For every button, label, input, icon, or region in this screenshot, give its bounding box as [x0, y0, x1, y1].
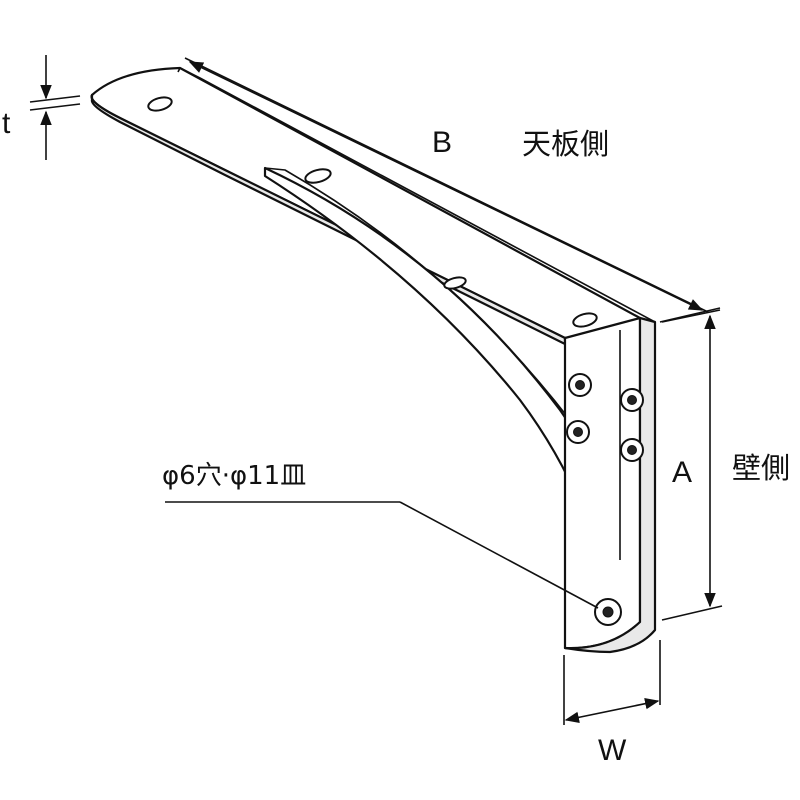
- dimension-a: A 壁側: [661, 309, 790, 621]
- dimension-w: W: [563, 640, 661, 767]
- hole-callout: φ6穴·φ11皿: [162, 461, 599, 609]
- dimension-a-label: A: [672, 456, 692, 489]
- hole-note-label: φ6穴·φ11皿: [162, 461, 306, 491]
- dimension-t-label: t: [2, 107, 11, 140]
- dimension-b: B 天板側: [184, 57, 721, 323]
- top-side-label: 天板側: [522, 127, 609, 161]
- dimension-t: t: [2, 55, 81, 160]
- dimension-b-label: B: [432, 126, 452, 159]
- dimension-w-label: W: [598, 734, 627, 767]
- top-plate: [90, 66, 656, 346]
- wall-side-label: 壁側: [732, 451, 790, 485]
- wall-plate-holes: [566, 373, 644, 626]
